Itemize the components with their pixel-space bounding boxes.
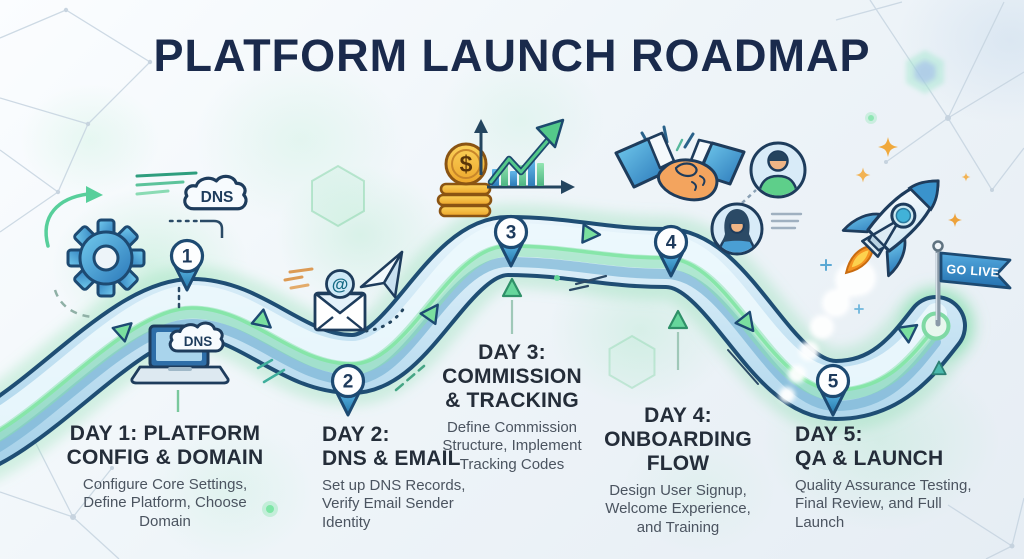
- go-live-flag: GO LIVE: [932, 240, 1012, 327]
- milestone-marker-5: 5: [815, 363, 851, 417]
- rocket-icon: [841, 179, 940, 278]
- user-avatar-female-icon: [710, 202, 764, 256]
- marker-number: 3: [506, 223, 517, 244]
- dns-laptop-label: DNS: [184, 334, 213, 349]
- milestone-day3: DAY 3: COMMISSION & TRACKING Define Comm…: [424, 341, 600, 475]
- sparkle-stars: [820, 137, 971, 314]
- marker-number: 4: [666, 233, 677, 254]
- milestone-marker-3: 3: [493, 214, 529, 268]
- coins-icon: $: [436, 142, 493, 218]
- milestone-description: Set up DNS Records, Verify Email Sender …: [322, 476, 466, 532]
- milestone-heading: DAY 5: QA & LAUNCH: [795, 423, 944, 470]
- dns-cloud-icon: DNS: [168, 174, 248, 314]
- growth-chart-icon: [474, 118, 575, 194]
- milestone-heading: DAY 1: PLATFORM CONFIG & DOMAIN: [66, 422, 264, 469]
- milestone-marker-2: 2: [330, 363, 366, 417]
- gear-icon: [66, 218, 146, 298]
- avatar-connector-dashes: [741, 189, 757, 204]
- milestone-description: Configure Core Settings, Define Platform…: [82, 475, 248, 531]
- email-at-icon: @: [313, 269, 367, 332]
- paper-plane-icon: [359, 250, 408, 333]
- mini-markers: [176, 277, 689, 412]
- milestone-description: Quality Assurance Testing, Final Review,…: [795, 476, 972, 532]
- dns-cloud-label: DNS: [201, 189, 234, 206]
- user-avatar-male-icon: [749, 141, 807, 199]
- marker-number: 5: [828, 372, 839, 393]
- milestone-heading: DAY 2: DNS & EMAIL: [322, 423, 461, 470]
- decor-hexagons: [311, 50, 944, 390]
- milestone-day4: DAY 4: ONBOARDING FLOW Design User Signu…: [590, 404, 766, 538]
- milestone-heading: DAY 3: COMMISSION & TRACKING: [442, 341, 582, 412]
- laptop-dns-icon: DNS: [130, 321, 230, 385]
- page-title: PLATFORM LAUNCH ROADMAP: [153, 30, 871, 81]
- milestone-marker-1: 1: [169, 238, 205, 292]
- marker-number: 2: [343, 372, 354, 393]
- go-live-label: GO LIVE: [946, 262, 1000, 280]
- milestone-marker-4: 4: [653, 224, 689, 278]
- decor-lines: [135, 112, 877, 517]
- milestone-day5: DAY 5: QA & LAUNCH Quality Assurance Tes…: [795, 423, 1005, 533]
- milestone-description: Define Commission Structure, Implement T…: [442, 418, 582, 473]
- curved-arrow-icon: [44, 186, 103, 319]
- milestone-day2: DAY 2: DNS & EMAIL Set up DNS Records, V…: [322, 423, 512, 533]
- marker-number: 1: [182, 247, 193, 268]
- dollar-symbol: $: [460, 151, 473, 177]
- at-symbol: @: [332, 275, 349, 294]
- milestone-description: Design User Signup, Welcome Experience, …: [605, 481, 751, 536]
- milestone-day1: DAY 1: PLATFORM CONFIG & DOMAIN Configur…: [45, 422, 285, 532]
- handshake-icon: [614, 125, 746, 202]
- milestone-heading: DAY 4: ONBOARDING FLOW: [604, 404, 752, 475]
